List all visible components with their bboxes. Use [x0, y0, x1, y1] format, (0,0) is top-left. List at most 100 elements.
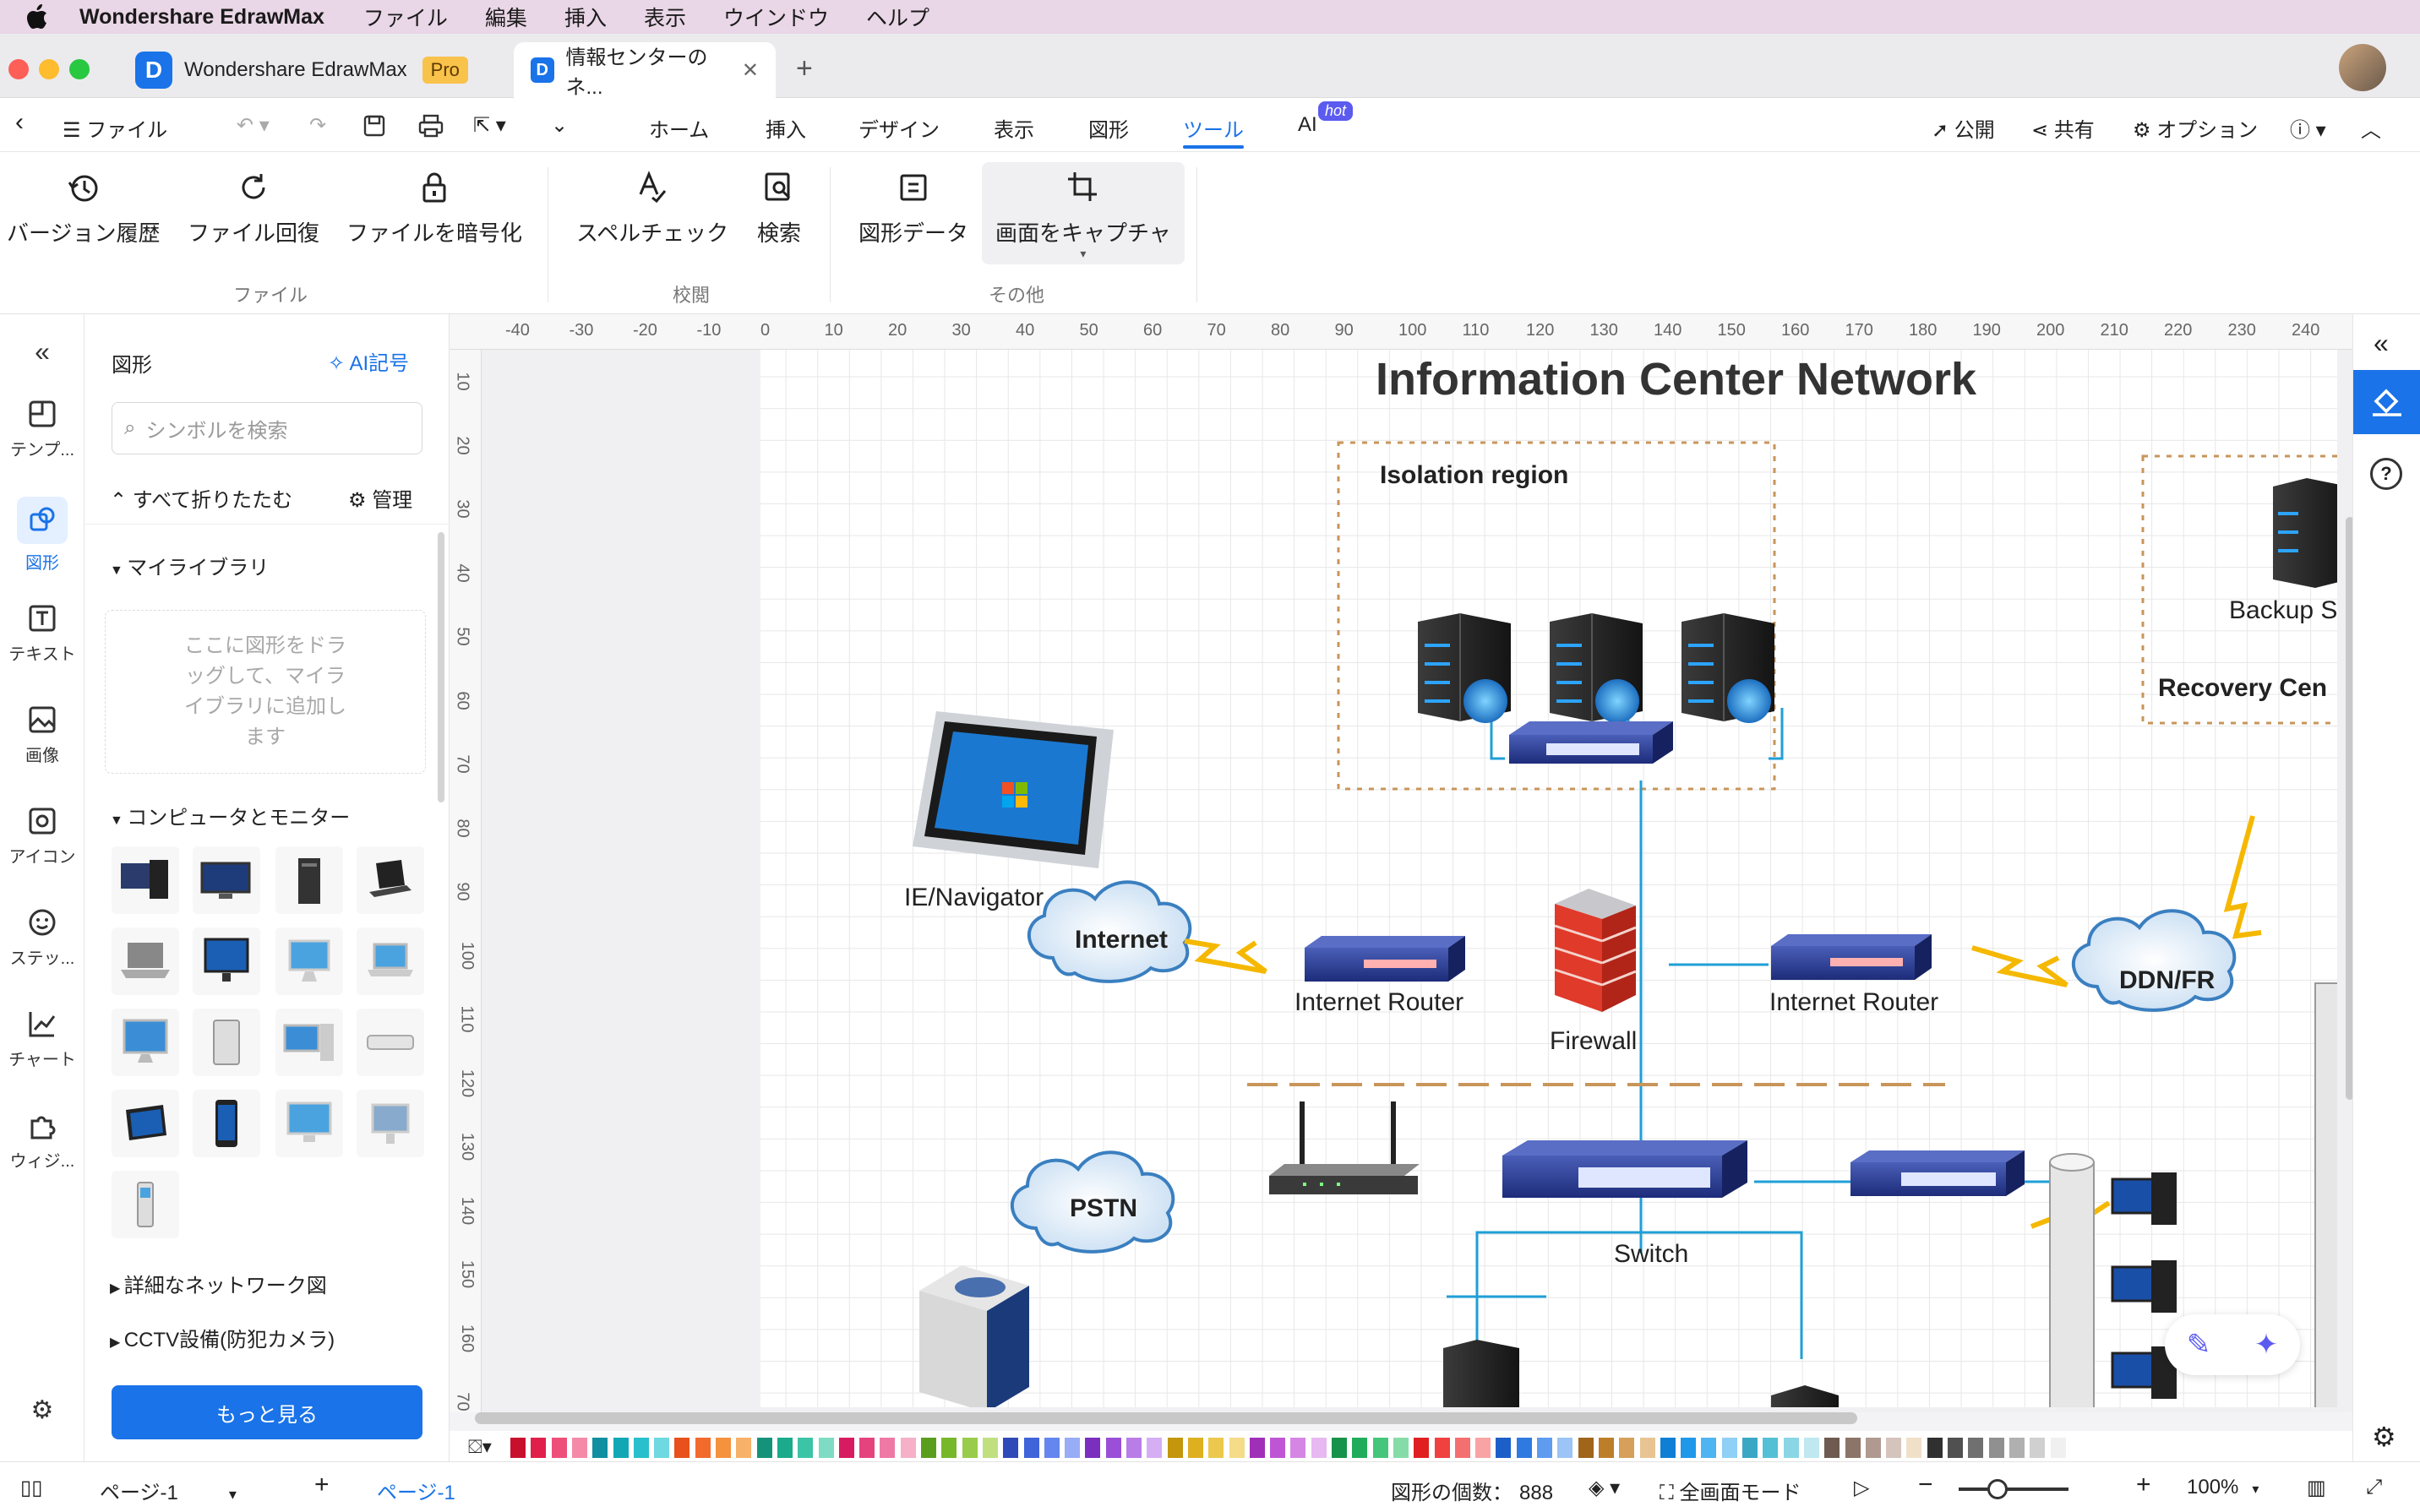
color-swatch[interactable] — [756, 1438, 772, 1458]
tab-home[interactable]: D Wondershare EdrawMax Pro — [118, 42, 485, 98]
menu-file[interactable]: ファイル — [362, 7, 448, 30]
export-icon[interactable]: ⇱ ▾ — [473, 114, 506, 137]
server-rack-4[interactable] — [1443, 1340, 1519, 1407]
mac-pro-shape[interactable] — [193, 1009, 260, 1076]
recovery-center-label[interactable]: Recovery Cen — [2158, 674, 2328, 702]
color-swatch[interactable] — [2008, 1438, 2025, 1458]
undo-icon[interactable]: ↶ ▾ — [237, 114, 270, 137]
main-switch[interactable] — [1502, 1140, 1747, 1198]
tab-document[interactable]: D 情報センターのネ... ✕ — [514, 42, 776, 99]
format-panel-button[interactable] — [2353, 370, 2420, 434]
save-icon[interactable] — [362, 113, 387, 144]
rail-shapes[interactable]: 図形 — [0, 497, 84, 574]
color-swatch[interactable] — [1434, 1438, 1450, 1458]
server-rack-5[interactable] — [1771, 1385, 1839, 1407]
server-rack-2[interactable] — [1550, 613, 1643, 723]
tablet-shape[interactable] — [112, 1090, 179, 1157]
color-swatch[interactable] — [531, 1438, 547, 1458]
internet-label[interactable]: Internet — [1075, 926, 1169, 954]
ie-navigator-label[interactable]: IE/Navigator — [904, 884, 1044, 911]
color-swatch[interactable] — [1167, 1438, 1183, 1458]
color-swatch[interactable] — [613, 1438, 629, 1458]
page-tab-active[interactable]: ページ-1 — [377, 1482, 455, 1504]
color-swatch[interactable] — [1003, 1438, 1019, 1458]
zoom-level[interactable]: 100%▾ — [2187, 1476, 2259, 1498]
avatar[interactable] — [2339, 44, 2386, 91]
zoom-out-icon[interactable]: − — [1918, 1471, 1933, 1498]
encrypt-file-button[interactable]: ファイルを暗号化 — [346, 169, 522, 247]
color-swatch[interactable] — [1454, 1438, 1470, 1458]
more-shapes-button[interactable]: もっと見る — [112, 1385, 422, 1439]
page-list-icon[interactable]: ▯▯ — [20, 1477, 43, 1499]
diagram-title[interactable]: Information Center Network — [1376, 354, 1977, 405]
settings-icon[interactable]: ⚙ — [30, 1396, 54, 1424]
color-swatch[interactable] — [1537, 1438, 1552, 1458]
color-swatch[interactable] — [1372, 1438, 1388, 1458]
isolation-region-label[interactable]: Isolation region — [1380, 461, 1569, 489]
firewall[interactable] — [1554, 889, 1637, 1012]
firewall-label[interactable]: Firewall — [1550, 1027, 1638, 1055]
fullscreen-button[interactable]: ⛶ 全画面モード — [1660, 1482, 1801, 1504]
color-swatch[interactable] — [777, 1438, 793, 1458]
my-library-header[interactable]: ▼ マイライブラリ — [110, 557, 270, 579]
cctv-header[interactable]: ▶ CCTV設備(防犯カメラ) — [110, 1329, 335, 1352]
color-swatch[interactable] — [695, 1438, 711, 1458]
rail-templates[interactable]: テンプ... — [0, 397, 84, 460]
shape-data-button[interactable]: 図形データ — [858, 169, 968, 247]
ddn-fr-label[interactable]: DDN/FR — [2119, 966, 2216, 994]
color-swatch[interactable] — [1249, 1438, 1265, 1458]
color-swatch[interactable] — [1311, 1438, 1327, 1458]
server-rack-3[interactable] — [1681, 613, 1774, 723]
flat-monitor-shape[interactable] — [275, 1090, 343, 1157]
collapse-all-button[interactable]: ⌃ すべて折りたたむ — [110, 489, 293, 512]
color-swatch[interactable] — [838, 1438, 854, 1458]
color-swatch[interactable] — [1044, 1438, 1060, 1458]
color-swatch[interactable] — [880, 1438, 896, 1458]
isolation-switch[interactable] — [1509, 721, 1673, 764]
color-swatch[interactable] — [921, 1438, 936, 1458]
vertical-scrollbar[interactable] — [2346, 517, 2354, 1100]
add-page-icon[interactable]: + — [314, 1471, 330, 1498]
color-swatch[interactable] — [1105, 1438, 1121, 1458]
workstation-shape[interactable] — [275, 1009, 343, 1076]
zoom-slider-track[interactable] — [1959, 1488, 2068, 1491]
ddn-fr-cloud[interactable] — [2072, 909, 2237, 1012]
menu-view[interactable]: 表示 — [643, 7, 686, 30]
close-window-button[interactable] — [8, 59, 29, 79]
fit-page-icon[interactable]: ⤢ — [2366, 1476, 2383, 1498]
wireless-router[interactable] — [1269, 1101, 1420, 1194]
color-swatch[interactable] — [1783, 1438, 1799, 1458]
color-swatch[interactable] — [1023, 1438, 1039, 1458]
settings-icon[interactable]: ⚙ — [2372, 1422, 2396, 1452]
my-library-dropzone[interactable]: ここに図形をドラッグして、マイライブラリに追加します — [105, 610, 426, 774]
book-icon[interactable]: ▥ — [2307, 1477, 2326, 1499]
options-button[interactable]: ⚙ オプション — [2133, 119, 2259, 142]
help-icon[interactable]: ⓘ ▾ — [2290, 119, 2326, 142]
color-swatch[interactable] — [2050, 1438, 2066, 1458]
color-swatch[interactable] — [2030, 1438, 2046, 1458]
menu-help[interactable]: ヘルプ — [865, 7, 929, 30]
color-swatch[interactable] — [1742, 1438, 1758, 1458]
laptop-shape[interactable] — [357, 846, 424, 914]
collapse-ribbon-icon[interactable]: ︿ — [2361, 119, 2381, 142]
color-swatch[interactable] — [1332, 1438, 1347, 1458]
menu-tab-shapes[interactable]: 図形 — [1088, 119, 1129, 142]
color-swatch[interactable] — [1557, 1438, 1573, 1458]
menu-tab-design[interactable]: デザイン — [858, 119, 940, 142]
print-icon[interactable] — [417, 113, 444, 144]
color-swatch[interactable] — [900, 1438, 916, 1458]
color-swatch[interactable] — [1906, 1438, 1922, 1458]
internet-cloud[interactable] — [1027, 880, 1192, 983]
tower-shape[interactable] — [275, 846, 343, 914]
menu-insert[interactable]: 挿入 — [564, 7, 607, 30]
file-recovery-button[interactable]: ファイル回復 — [188, 169, 319, 247]
color-swatch[interactable] — [1208, 1438, 1224, 1458]
page-selector[interactable]: ページ-1▾ — [100, 1482, 237, 1504]
rail-widgets[interactable]: ウィジ... — [0, 1108, 84, 1172]
color-swatch[interactable] — [1270, 1438, 1286, 1458]
phone-shape[interactable] — [193, 1090, 260, 1157]
color-swatch[interactable] — [1701, 1438, 1717, 1458]
rail-stickers[interactable]: ステッ... — [0, 906, 84, 969]
color-swatch[interactable] — [1147, 1438, 1163, 1458]
notebook-shape[interactable] — [112, 927, 179, 995]
